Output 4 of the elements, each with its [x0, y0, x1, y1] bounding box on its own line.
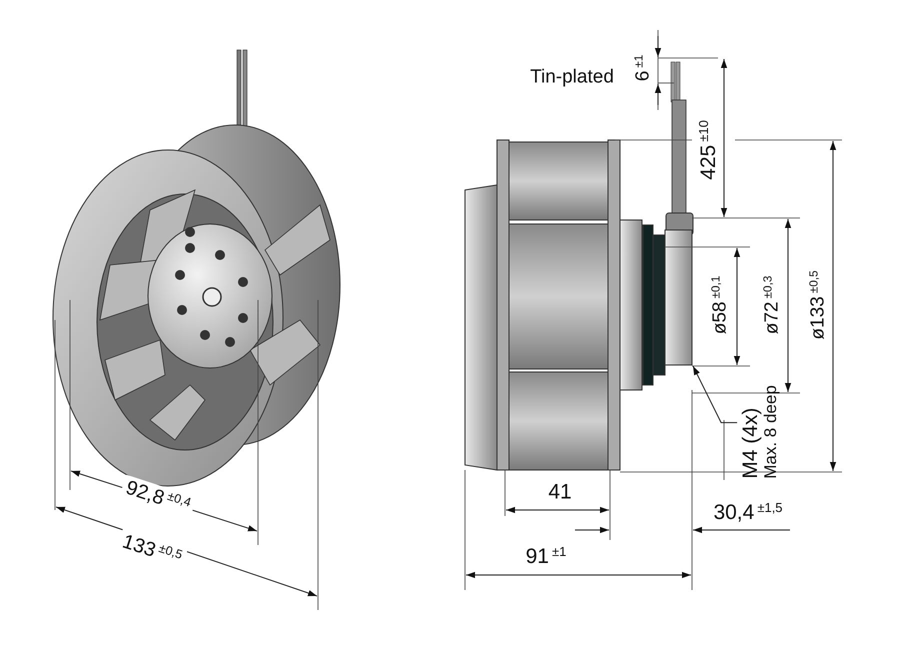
motor-flange	[664, 230, 692, 366]
thread-note: M4 (4x)	[739, 408, 762, 479]
leader-line	[692, 366, 738, 424]
thread-note: Max. 8 deep	[762, 385, 781, 479]
